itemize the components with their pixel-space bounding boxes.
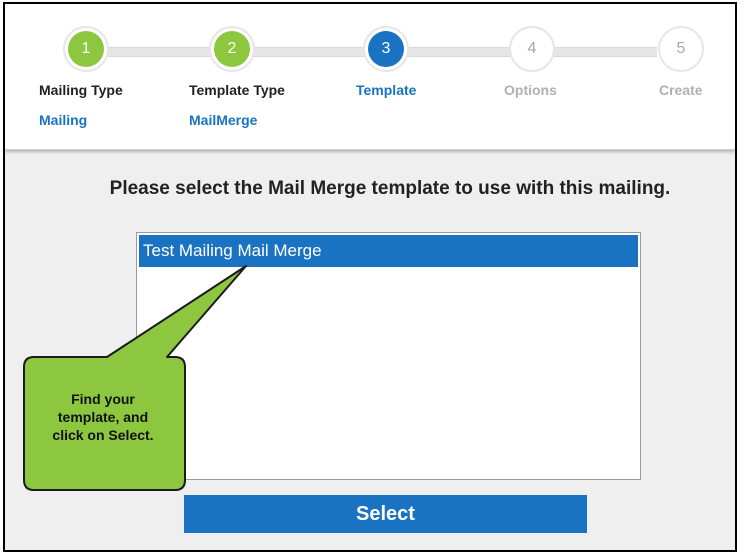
template-listbox[interactable]: Test Mailing Mail Merge xyxy=(136,232,641,480)
step-2-label: Template Type xyxy=(189,82,285,98)
step-2-circle: 2 xyxy=(209,26,255,72)
progress-track xyxy=(67,47,657,57)
step-2-value: MailMerge xyxy=(189,112,258,128)
callout-line-2: template, and xyxy=(57,409,149,425)
step-5-label: Create xyxy=(659,82,703,98)
instruction-text: Please select the Mail Merge template to… xyxy=(109,178,671,199)
wizard-progress: 1 Mailing Type Mailing 2 Template Type M… xyxy=(5,4,735,150)
select-button[interactable]: Select xyxy=(184,495,587,533)
template-list-item[interactable]: Test Mailing Mail Merge xyxy=(139,235,638,267)
step-1-circle: 1 xyxy=(63,26,109,72)
callout-line-1: Find your xyxy=(71,391,135,407)
step-3-circle: 3 xyxy=(363,26,409,72)
step-1-value: Mailing xyxy=(39,112,88,128)
step-4-circle: 4 xyxy=(509,26,555,72)
step-options[interactable]: 4 Options xyxy=(500,4,620,144)
step-3-label: Template xyxy=(356,82,417,98)
callout-text: Find your template, and click on Select. xyxy=(24,390,182,444)
step-template[interactable]: 3 Template xyxy=(353,4,473,144)
step-create[interactable]: 5 Create xyxy=(653,4,735,144)
step-4-label: Options xyxy=(504,82,557,98)
step-5-circle: 5 xyxy=(658,26,704,72)
step-template-type[interactable]: 2 Template Type MailMerge xyxy=(189,4,309,144)
callout-line-3: click on Select. xyxy=(52,427,154,443)
step-1-label: Mailing Type xyxy=(39,82,123,98)
step-mailing-type[interactable]: 1 Mailing Type Mailing xyxy=(39,4,159,144)
wizard-frame: 1 Mailing Type Mailing 2 Template Type M… xyxy=(3,2,737,552)
